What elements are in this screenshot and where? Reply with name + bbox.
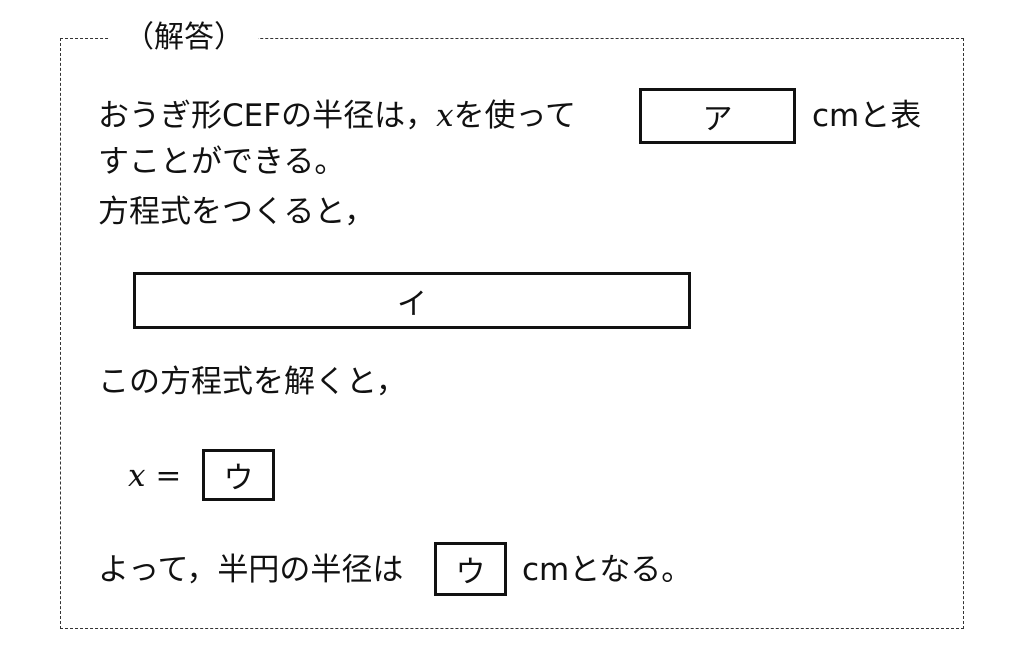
answer-heading: （解答） — [110, 18, 258, 58]
equation: x = — [128, 456, 181, 496]
text: 方程式をつくると， — [98, 194, 376, 230]
equals-sign: = — [155, 458, 182, 494]
blank-a[interactable]: ア — [639, 88, 796, 144]
answer-frame — [60, 38, 964, 629]
variable-x: x — [436, 98, 454, 134]
text: cmと表 — [812, 98, 922, 134]
sentence-radius: おうぎ形CEFの半径は，xを使って — [98, 96, 576, 136]
blank-u-2[interactable]: ウ — [434, 542, 507, 596]
blank-u[interactable]: ウ — [202, 449, 275, 501]
text: よって，半円の半径は — [98, 552, 404, 588]
text: この方程式を解くと， — [98, 364, 407, 400]
blank-i[interactable]: イ — [133, 272, 691, 329]
text: おうぎ形CEFの半径は， — [98, 98, 437, 134]
text: cmとなる。 — [522, 552, 693, 588]
text: を使って — [453, 98, 577, 134]
text: すことができる。 — [98, 144, 346, 180]
variable-x: x — [128, 458, 146, 494]
